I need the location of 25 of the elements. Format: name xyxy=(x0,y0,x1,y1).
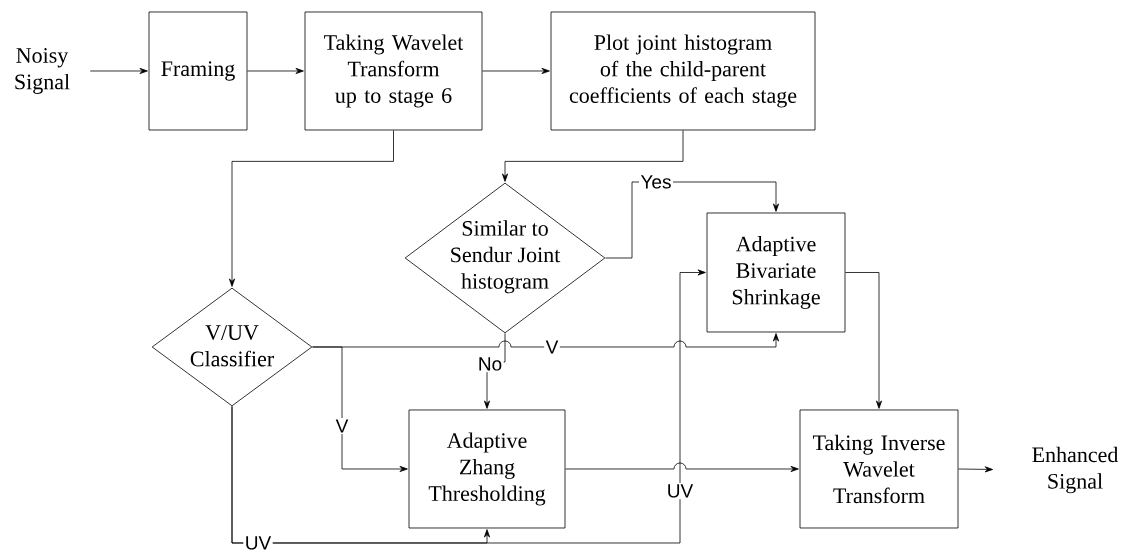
arrow xyxy=(565,462,799,472)
process-box: Plot joint histogram of the child-parent coefficients of each stage xyxy=(550,11,816,131)
process-box: Adaptive Zhang Thresholding xyxy=(408,409,566,529)
process-box: Taking Wavelet Transform up to stage 6 xyxy=(304,11,483,131)
input-label: Noisy Signal xyxy=(15,48,70,94)
arrow xyxy=(502,130,684,182)
arrow xyxy=(89,67,148,74)
arrow xyxy=(231,269,706,544)
edge-label: UV xyxy=(665,482,695,500)
arrow xyxy=(605,181,779,259)
arrow xyxy=(247,67,304,74)
edge-label: Yes xyxy=(639,173,673,191)
process-box: Framing xyxy=(148,11,248,131)
arrow xyxy=(312,346,408,472)
arrow xyxy=(482,67,550,74)
edge-label: No xyxy=(476,355,504,373)
arrow xyxy=(229,130,394,287)
arrow xyxy=(845,272,882,409)
edge-label: V xyxy=(544,338,560,355)
process-box: Adaptive Bivariate Shrinkage xyxy=(706,212,846,333)
edge-label: V xyxy=(334,417,350,434)
process-box: Taking Inverse Wavelet Transform xyxy=(799,409,959,529)
arrow xyxy=(958,466,993,473)
edge-label: UV xyxy=(243,534,273,552)
output-label: Enhanced Signal xyxy=(1032,446,1119,494)
